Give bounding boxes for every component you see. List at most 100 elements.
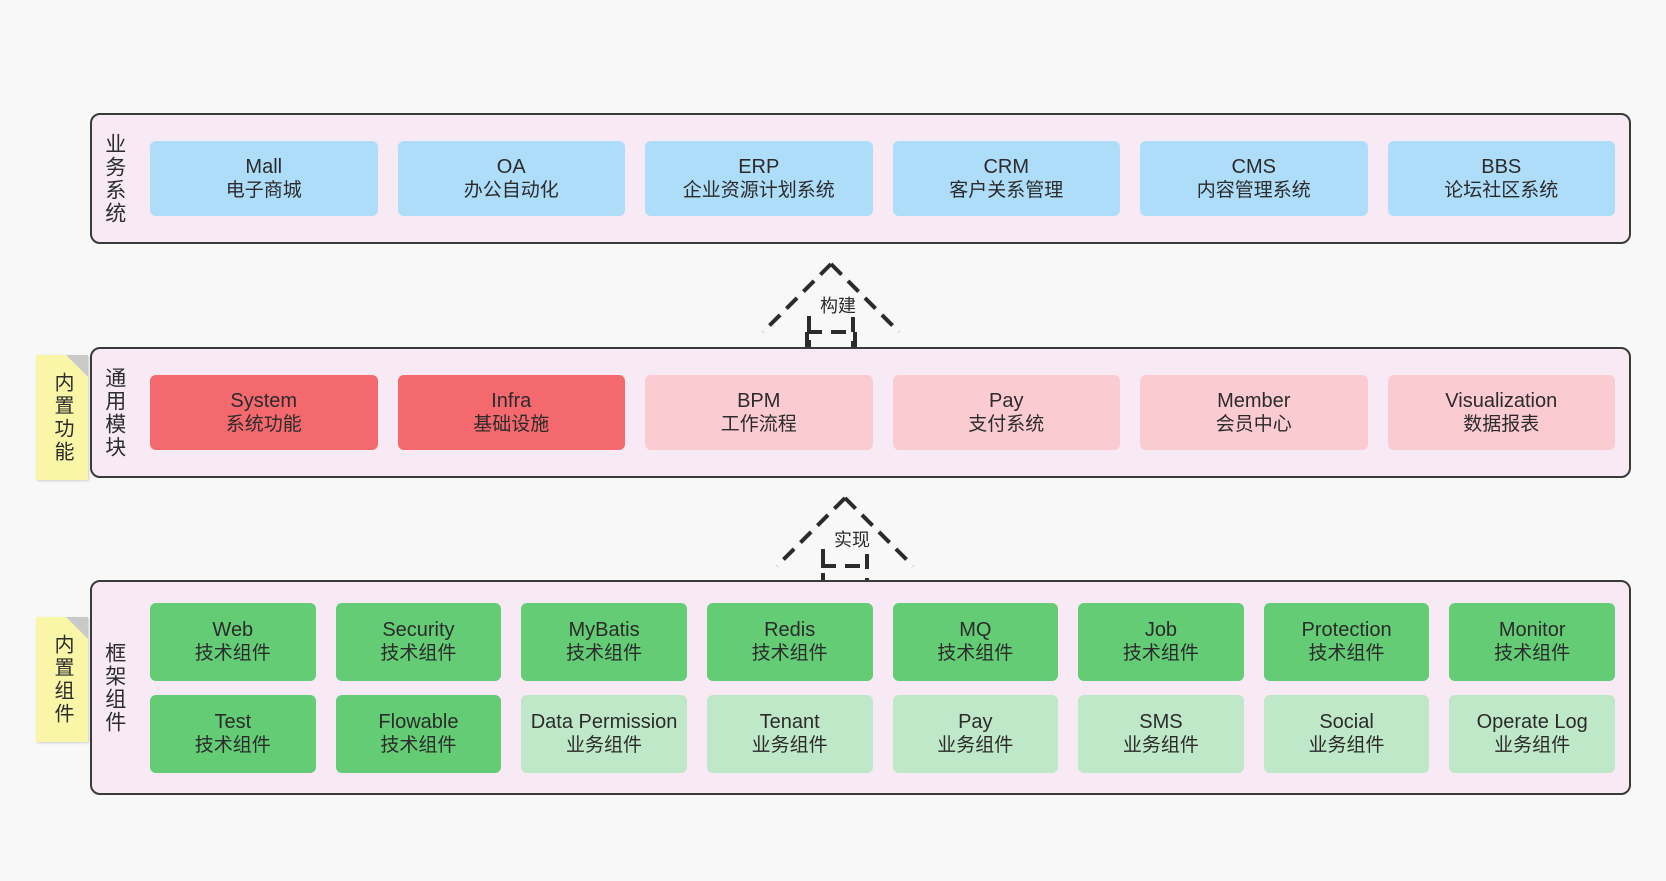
connector-build-label: 构建: [820, 296, 856, 316]
connector-implement-label: 实现: [834, 530, 870, 550]
card-title-en: Mall: [245, 155, 283, 178]
layer-framework-component: 框架组件 Web 技术组件 Security 技术组件 MyBatis 技术组件…: [90, 580, 1631, 795]
layer-common-module: 通用模块 System 系统功能 Infra 基础设施 BPM 工作流程 Pay…: [90, 347, 1631, 478]
card-title-cn: 电子商城: [225, 180, 302, 202]
card-title-en: Job: [1144, 618, 1178, 641]
card-title-cn: 内容管理系统: [1196, 180, 1311, 202]
card-flowable[interactable]: Flowable 技术组件: [335, 694, 502, 773]
card-title-cn: 论坛社区系统: [1444, 180, 1559, 202]
card-title-cn: 技术组件: [194, 735, 271, 757]
card-row: Test 技术组件 Flowable 技术组件 Data Permission …: [150, 694, 1615, 773]
card-operate-log[interactable]: Operate Log 业务组件: [1449, 694, 1615, 773]
card-title-en: Tenant: [759, 710, 820, 733]
card-row: Web 技术组件 Security 技术组件 MyBatis 技术组件 Redi…: [150, 602, 1615, 681]
card-title-cn: 业务组件: [1494, 735, 1571, 757]
card-title-en: Pay: [958, 710, 993, 733]
card-title-cn: 业务组件: [1122, 735, 1199, 757]
card-title-en: CMS: [1231, 155, 1276, 178]
card-title-en: Test: [214, 710, 252, 733]
card-title-cn: 业务组件: [937, 735, 1014, 757]
card-oa[interactable]: OA 办公自动化: [397, 141, 625, 216]
card-title-en: Protection: [1301, 618, 1392, 641]
card-title-cn: 支付系统: [968, 414, 1045, 436]
card-job[interactable]: Job 技术组件: [1078, 602, 1244, 681]
card-title-en: Visualization: [1445, 389, 1558, 412]
card-title-en: Member: [1217, 389, 1291, 412]
card-monitor[interactable]: Monitor 技术组件: [1449, 602, 1615, 681]
card-sms[interactable]: SMS 业务组件: [1078, 694, 1244, 773]
card-security[interactable]: Security 技术组件: [335, 602, 502, 681]
card-title-cn: 会员中心: [1215, 414, 1292, 436]
note-builtin-components: 内置组件: [36, 617, 88, 742]
card-title-cn: 工作流程: [720, 414, 797, 436]
card-title-en: OA: [496, 155, 526, 178]
card-pay[interactable]: Pay 支付系统: [892, 375, 1120, 450]
card-title-cn: 基础设施: [473, 414, 550, 436]
card-title-en: CRM: [983, 155, 1030, 178]
card-title-cn: 技术组件: [380, 643, 457, 665]
card-crm[interactable]: CRM 客户关系管理: [892, 141, 1120, 216]
card-title-cn: 技术组件: [566, 643, 643, 665]
layer-title-business-system: 业务系统: [102, 132, 126, 225]
card-data-permission[interactable]: Data Permission 业务组件: [521, 694, 687, 773]
card-title-cn: 技术组件: [380, 735, 457, 757]
card-erp[interactable]: ERP 企业资源计划系统: [645, 141, 873, 216]
note-fold-corner: [66, 617, 88, 639]
card-mq[interactable]: MQ 技术组件: [892, 602, 1059, 681]
card-cms[interactable]: CMS 内容管理系统: [1140, 141, 1368, 216]
layer-title-common-module: 通用模块: [102, 366, 126, 459]
card-mybatis[interactable]: MyBatis 技术组件: [521, 602, 687, 681]
card-title-cn: 技术组件: [751, 643, 828, 665]
layer-title-framework-component: 框架组件: [102, 641, 126, 734]
card-title-cn: 企业资源计划系统: [682, 180, 835, 202]
card-system[interactable]: System 系统功能: [150, 375, 378, 450]
layer-body-framework-component: Web 技术组件 Security 技术组件 MyBatis 技术组件 Redi…: [136, 582, 1629, 793]
card-title-en: MyBatis: [568, 618, 640, 641]
card-title-en: Flowable: [378, 710, 459, 733]
card-title-en: BPM: [737, 389, 781, 412]
card-visualization[interactable]: Visualization 数据报表: [1387, 375, 1615, 450]
card-title-en: Operate Log: [1476, 710, 1588, 733]
card-title-cn: 业务组件: [751, 735, 828, 757]
card-title-en: Infra: [491, 389, 532, 412]
card-web[interactable]: Web 技术组件: [150, 602, 316, 681]
card-social[interactable]: Social 业务组件: [1263, 694, 1430, 773]
card-bbs[interactable]: BBS 论坛社区系统: [1387, 141, 1615, 216]
card-title-cn: 技术组件: [1308, 643, 1385, 665]
card-title-cn: 业务组件: [566, 735, 643, 757]
card-tenant[interactable]: Tenant 业务组件: [706, 694, 873, 773]
card-title-en: BBS: [1481, 155, 1522, 178]
card-title-en: Security: [382, 618, 455, 641]
card-infra[interactable]: Infra 基础设施: [397, 375, 625, 450]
card-title-en: Data Permission: [530, 710, 678, 733]
card-title-cn: 系统功能: [225, 414, 302, 436]
card-title-cn: 业务组件: [1308, 735, 1385, 757]
note-fold-corner: [66, 355, 88, 377]
card-pay-component[interactable]: Pay 业务组件: [892, 694, 1059, 773]
card-title-cn: 技术组件: [1494, 643, 1571, 665]
card-title-cn: 客户关系管理: [949, 180, 1064, 202]
layer-body-common-module: System 系统功能 Infra 基础设施 BPM 工作流程 Pay 支付系统…: [136, 349, 1629, 476]
card-title-en: System: [230, 389, 298, 412]
card-title-cn: 技术组件: [194, 643, 271, 665]
card-test[interactable]: Test 技术组件: [150, 694, 316, 773]
card-title-cn: 数据报表: [1463, 414, 1540, 436]
card-bpm[interactable]: BPM 工作流程: [645, 375, 873, 450]
card-title-cn: 办公自动化: [463, 180, 559, 202]
card-redis[interactable]: Redis 技术组件: [706, 602, 873, 681]
layer-business-system: 业务系统 Mall 电子商城 OA 办公自动化 ERP 企业资源计划系统 CRM…: [90, 113, 1631, 244]
card-row: Mall 电子商城 OA 办公自动化 ERP 企业资源计划系统 CRM 客户关系…: [150, 141, 1615, 216]
note-label: 内置组件: [51, 633, 73, 726]
note-builtin-features: 内置功能: [36, 355, 88, 480]
card-title-en: Social: [1319, 710, 1374, 733]
card-mall[interactable]: Mall 电子商城: [150, 141, 378, 216]
card-title-cn: 技术组件: [1122, 643, 1199, 665]
card-protection[interactable]: Protection 技术组件: [1263, 602, 1430, 681]
connector-implement-arrow: [775, 496, 915, 568]
card-title-en: Monitor: [1498, 618, 1566, 641]
card-member[interactable]: Member 会员中心: [1140, 375, 1368, 450]
card-title-en: Pay: [989, 389, 1024, 412]
card-title-en: ERP: [738, 155, 780, 178]
card-title-en: Redis: [764, 618, 816, 641]
